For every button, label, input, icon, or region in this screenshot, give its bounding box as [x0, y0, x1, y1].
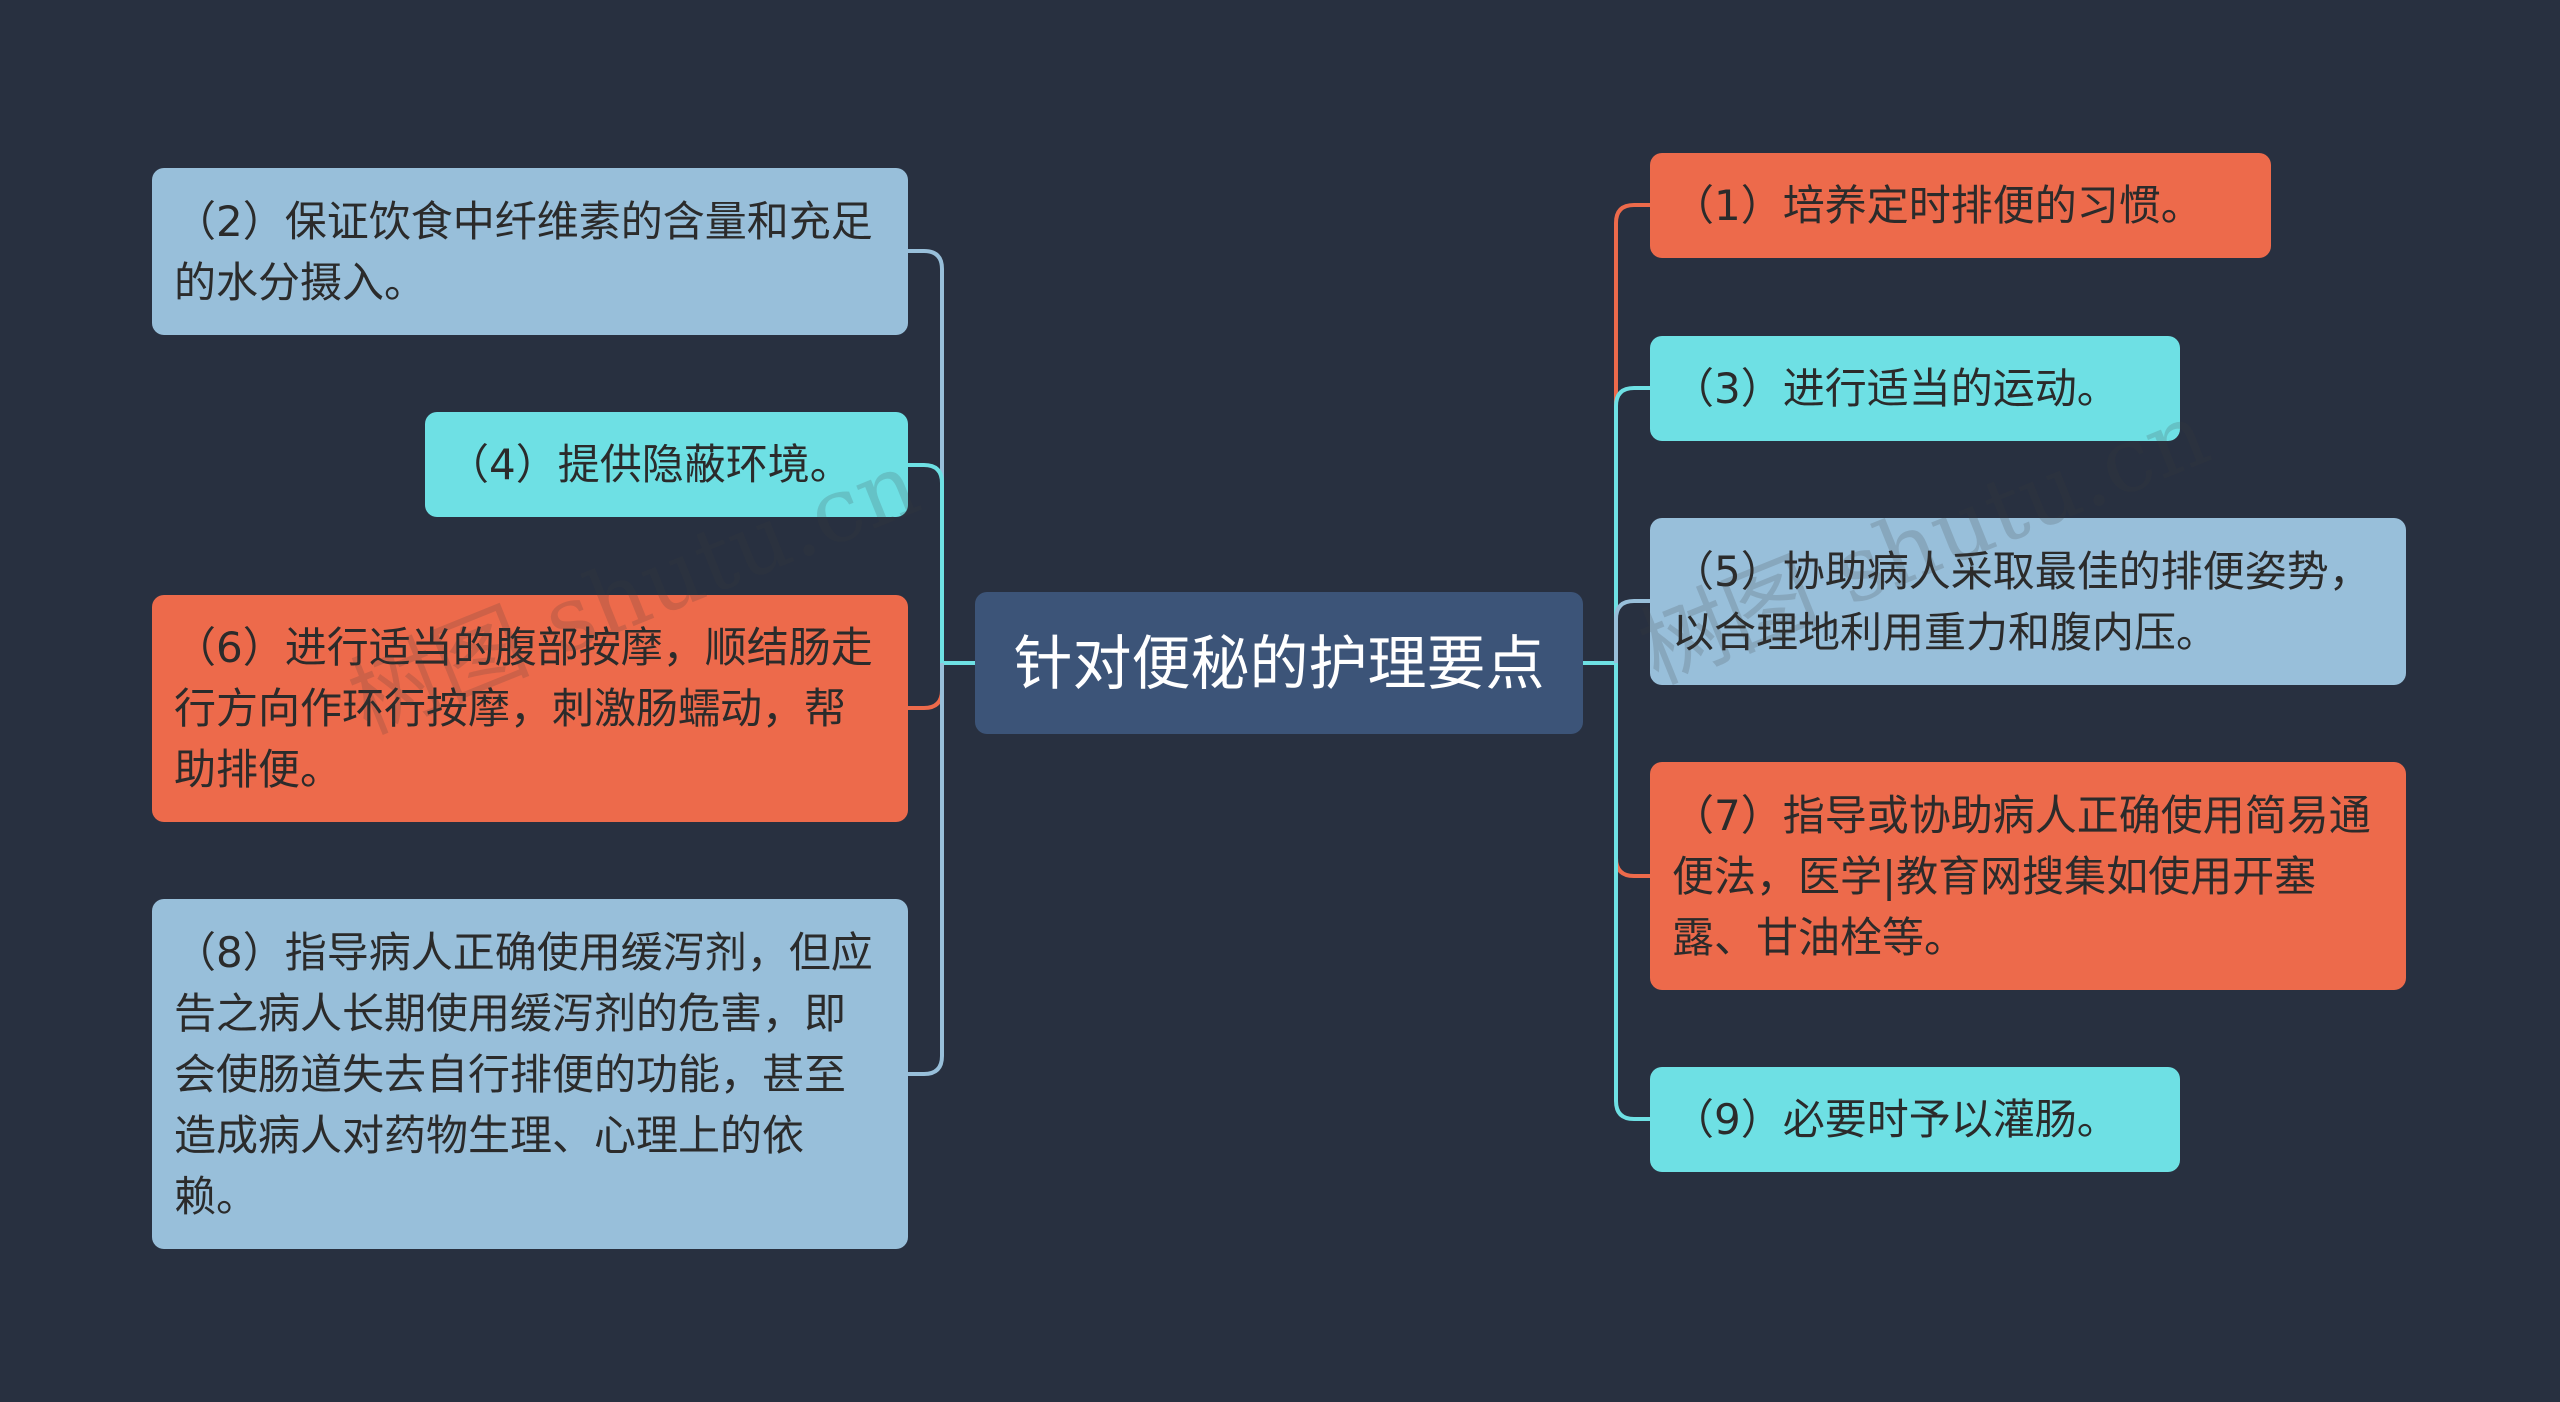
- node-9-label: （9）必要时予以灌肠。: [1672, 1095, 2119, 1144]
- node-2-label: （2）保证饮食中纤维素的含量和充足的水分摄入。: [174, 196, 873, 307]
- node-1-label: （1）培养定时排便的习惯。: [1672, 181, 2203, 230]
- node-4-label: （4）提供隐蔽环境。: [447, 440, 852, 489]
- node-7[interactable]: （7）指导或协助病人正确使用简易通便法，医学|教育网搜集如使用开塞露、甘油栓等。: [1650, 762, 2406, 990]
- node-5-label: （5）协助病人采取最佳的排便姿势，以合理地利用重力和腹内压。: [1672, 546, 2371, 657]
- node-7-label: （7）指导或协助病人正确使用简易通便法，医学|教育网搜集如使用开塞露、甘油栓等。: [1672, 790, 2371, 962]
- link-left-2: [908, 249, 944, 663]
- center-topic-label: 针对便秘的护理要点: [1013, 628, 1545, 698]
- link-right-5: [1614, 599, 1650, 663]
- node-2[interactable]: （2）保证饮食中纤维素的含量和充足的水分摄入。: [152, 168, 908, 335]
- link-right-7: [1614, 663, 1650, 878]
- node-1[interactable]: （1）培养定时排便的习惯。: [1650, 153, 2271, 258]
- link-right-9: [1614, 663, 1650, 1121]
- link-left-8: [908, 663, 944, 1076]
- node-5[interactable]: （5）协助病人采取最佳的排便姿势，以合理地利用重力和腹内压。: [1650, 518, 2406, 685]
- link-right-3: [1614, 386, 1650, 663]
- node-8-label: （8）指导病人正确使用缓泻剂，但应告之病人长期使用缓泻剂的危害，即会使肠道失去自…: [174, 927, 873, 1221]
- link-left-4: [908, 463, 944, 663]
- link-left-6: [908, 663, 944, 710]
- node-8[interactable]: （8）指导病人正确使用缓泻剂，但应告之病人长期使用缓泻剂的危害，即会使肠道失去自…: [152, 899, 908, 1249]
- node-9[interactable]: （9）必要时予以灌肠。: [1650, 1067, 2180, 1172]
- node-4[interactable]: （4）提供隐蔽环境。: [425, 412, 908, 517]
- link-right-1: [1614, 203, 1650, 663]
- node-6[interactable]: （6）进行适当的腹部按摩，顺结肠走行方向作环行按摩，刺激肠蠕动，帮助排便。: [152, 595, 908, 822]
- node-6-label: （6）进行适当的腹部按摩，顺结肠走行方向作环行按摩，刺激肠蠕动，帮助排便。: [174, 623, 873, 794]
- node-3-label: （3）进行适当的运动。: [1672, 364, 2119, 413]
- node-3[interactable]: （3）进行适当的运动。: [1650, 336, 2180, 441]
- center-topic[interactable]: 针对便秘的护理要点: [975, 592, 1583, 734]
